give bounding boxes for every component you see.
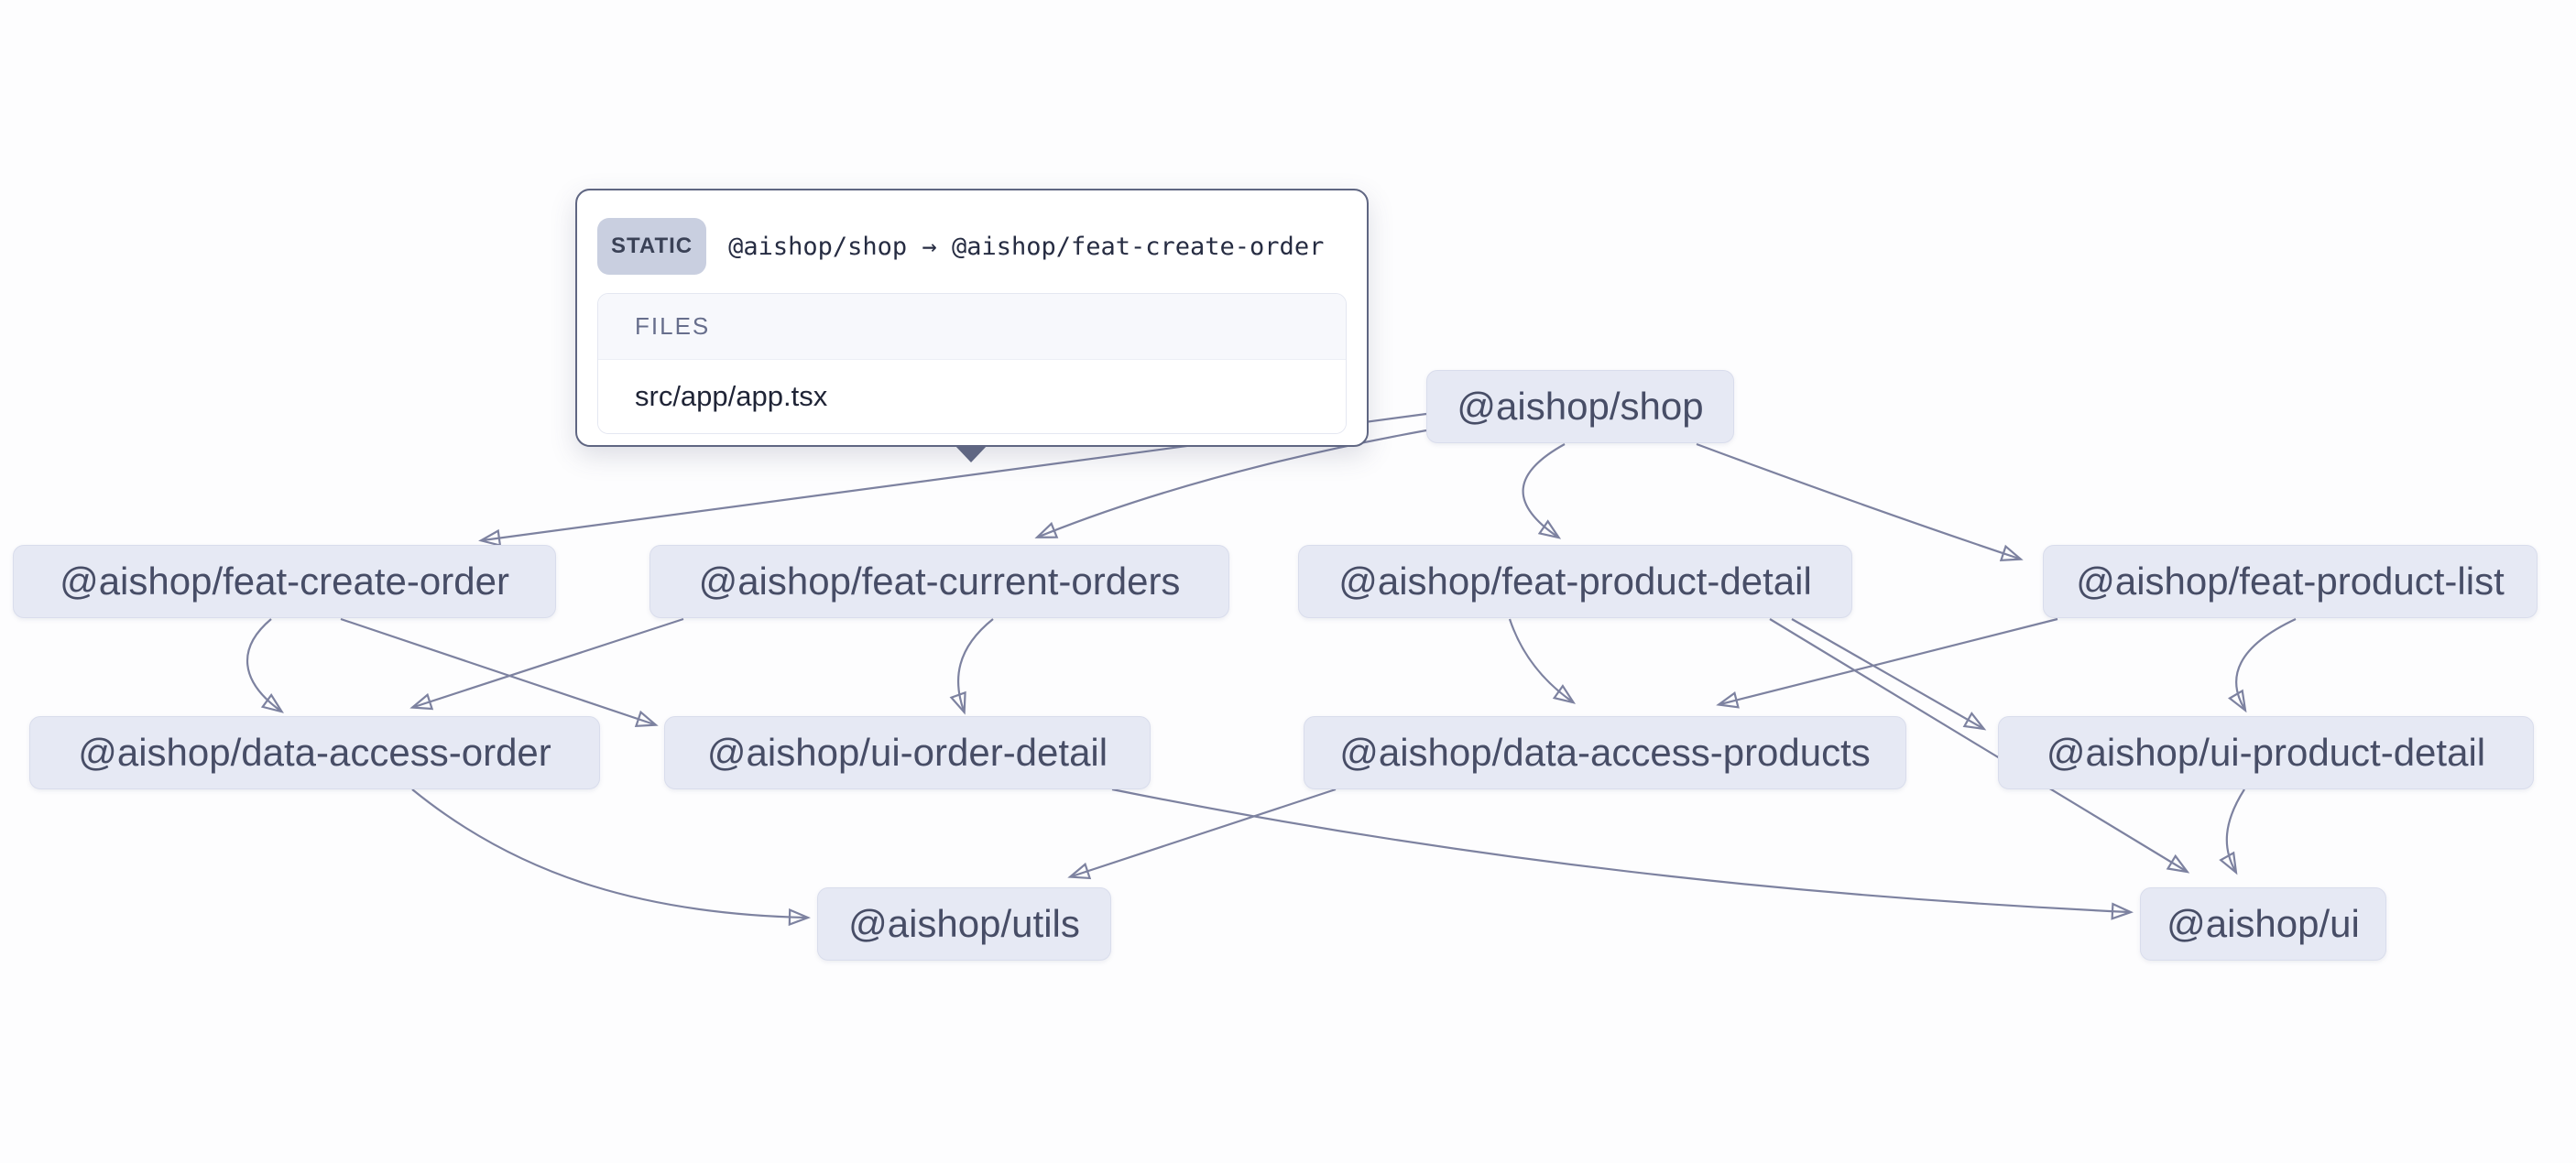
node-data-access-order[interactable]: @aishop/data-access-order [29, 716, 600, 789]
node-feat-create-order[interactable]: @aishop/feat-create-order [13, 545, 556, 618]
node-feat-current-orders[interactable]: @aishop/feat-current-orders [649, 545, 1229, 618]
edge-tooltip: STATIC @aishop/shop → @aishop/feat-creat… [575, 189, 1369, 462]
edge-files-header: FILES [598, 294, 1346, 360]
edge-shop-feat-product-list[interactable] [1696, 442, 2024, 562]
edge-feat-product-detail-ui[interactable] [1769, 618, 2190, 874]
node-feat-product-detail[interactable]: @aishop/feat-product-detail [1298, 545, 1852, 618]
edge-shop-feat-current-orders[interactable] [1034, 429, 1427, 538]
edge-feat-product-list-data-access-products[interactable] [1716, 617, 2058, 709]
edge-type-badge: STATIC [597, 218, 707, 275]
node-feat-product-list[interactable]: @aishop/feat-product-list [2043, 545, 2538, 618]
edge-file-entry[interactable]: src/app/app.tsx [598, 360, 1346, 433]
node-ui[interactable]: @aishop/ui [2140, 887, 2386, 961]
tooltip-caret-icon [955, 445, 988, 462]
edge-feat-create-order-data-access-order[interactable] [246, 618, 285, 713]
node-data-access-products[interactable]: @aishop/data-access-products [1304, 716, 1906, 789]
edge-tooltip-label: @aishop/shop → @aishop/feat-create-order [728, 232, 1325, 261]
edge-feat-create-order-ui-order-detail[interactable] [340, 617, 659, 728]
edge-feat-current-orders-ui-order-detail[interactable] [949, 618, 994, 715]
edge-feat-product-detail-ui-product-detail[interactable] [1791, 618, 1987, 731]
node-ui-order-detail[interactable]: @aishop/ui-order-detail [664, 716, 1151, 789]
edge-data-access-products-utils[interactable] [1067, 788, 1337, 880]
edge-feat-product-list-ui-product-detail[interactable] [2228, 618, 2297, 713]
edge-tooltip-header: STATIC @aishop/shop → @aishop/feat-creat… [577, 190, 1367, 275]
edge-ui-order-detail-ui[interactable] [1111, 788, 2134, 920]
edge-feat-current-orders-data-access-order[interactable] [409, 617, 684, 711]
edge-data-access-order-utils[interactable] [411, 788, 811, 927]
node-ui-product-detail[interactable]: @aishop/ui-product-detail [1998, 716, 2534, 789]
edge-feat-product-detail-data-access-products[interactable] [1508, 618, 1577, 704]
edge-files-box: FILES src/app/app.tsx [597, 293, 1347, 434]
edge-ui-product-detail-ui[interactable] [2219, 788, 2245, 875]
node-shop[interactable]: @aishop/shop [1426, 370, 1734, 443]
edge-shop-feat-product-detail[interactable] [1522, 443, 1566, 539]
node-utils[interactable]: @aishop/utils [817, 887, 1111, 961]
